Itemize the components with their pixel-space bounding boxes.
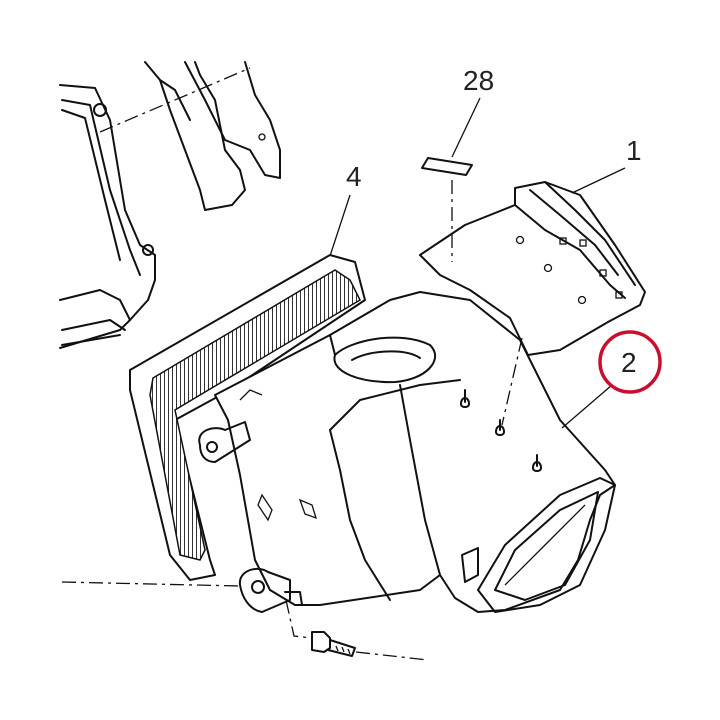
center-line-upper-left [99, 67, 251, 133]
leader-line-1 [571, 167, 626, 194]
leader-line-4 [329, 194, 351, 257]
air-duct-cover [419, 181, 646, 356]
center-line-bolt [285, 599, 313, 639]
bracket-fragment-top [144, 61, 281, 211]
label-tag-part [421, 157, 473, 176]
highlight-ring-part-2[interactable] [598, 330, 662, 394]
leader-line-28 [451, 97, 481, 158]
center-line-bolt-out [355, 651, 429, 661]
center-line-duct [501, 337, 523, 426]
leader-line-2 [561, 384, 613, 429]
center-line-lug [61, 581, 241, 587]
mounting-bolt [311, 631, 356, 657]
air-filter-element [129, 254, 366, 581]
callout-4[interactable]: 4 [346, 161, 362, 192]
callout-2[interactable]: 2 [621, 347, 637, 378]
callout-28[interactable]: 28 [463, 65, 494, 96]
callout-1[interactable]: 1 [626, 135, 642, 166]
frame-fragment-left [59, 84, 156, 349]
air-box-housing [198, 291, 616, 613]
